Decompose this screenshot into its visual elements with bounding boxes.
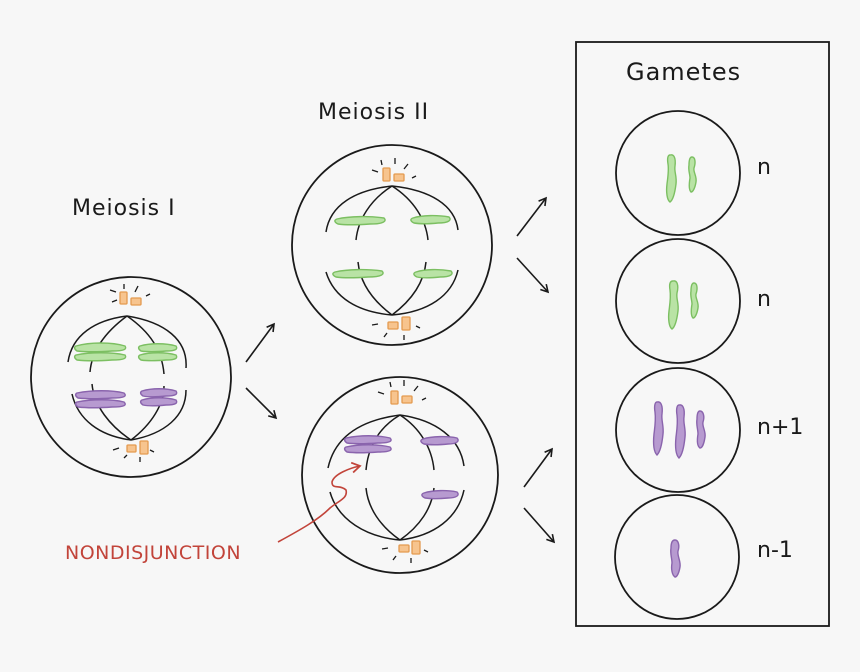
meiosis-1-centrosome-top [119,291,142,306]
meiosis-1-green-tetrad-right [137,343,178,362]
meiosis-2-top-green-chromosomes [332,214,453,279]
nondisjunction-arrow [277,461,362,543]
arrow-m1-to-top [245,322,275,363]
meiosis-2-top-centrosome-top [382,167,405,182]
meiosis-2-bottom-cell [301,376,499,574]
gamete-4-ploidy: n-1 [757,538,793,563]
meiosis-2-label: Meiosis II [318,100,430,125]
arrow-bottom-to-gamete-4 [523,507,556,544]
meiosis-2-bottom-spindle [327,414,465,541]
meiosis-1-purple-tetrad-right [139,388,178,407]
arrow-m1-to-bottom [245,387,278,420]
meiosis-1-spindle [67,315,187,441]
gamete-2 [615,238,741,364]
meiosis-2-bottom-centrosome-top [390,390,413,405]
meiosis-1-purple-tetrad-left [74,390,126,409]
meiosis-2-top-cell [291,144,493,346]
gamete-1-ploidy: n [757,155,771,180]
meiosis-1-centrosome-bottom [126,440,149,455]
gamete-4 [614,494,740,620]
meiosis-2-top-spindle [325,185,459,316]
meiosis-1-label: Meiosis I [72,196,176,221]
meiosis-1-cell [30,276,232,478]
arrow-top-to-gamete-1 [516,196,547,237]
gamete-2-ploidy: n [757,287,771,312]
gametes-box [575,41,830,627]
gametes-label: Gametes [626,58,742,86]
meiosis-1-green-tetrad-left [73,342,127,362]
meiosis-2-bottom-centrosome-bottom [398,540,421,555]
meiosis-2-bottom-purple-pair [343,435,392,454]
gamete-3-ploidy: n+1 [757,415,804,440]
gamete-1 [615,110,741,236]
arrow-bottom-to-gamete-3 [523,447,553,488]
arrow-top-to-gamete-2 [516,257,550,294]
nondisjunction-label: NONDISJUNCTION [65,542,242,564]
meiosis-2-top-centrosome-bottom [387,316,411,331]
gamete-3 [615,367,741,493]
meiosis-2-bottom-purple-single [420,435,459,500]
